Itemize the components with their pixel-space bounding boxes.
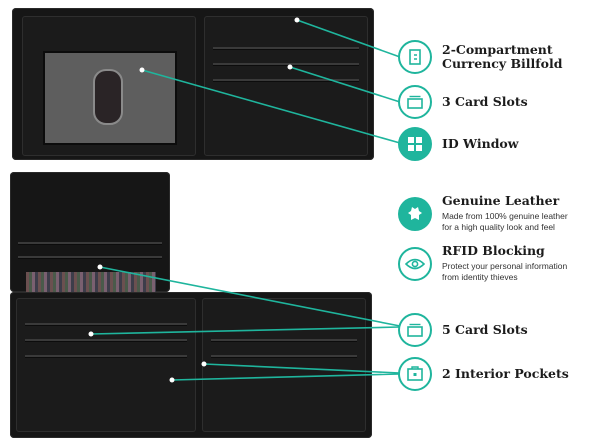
pocket-icon — [398, 357, 432, 391]
card-stack-icon — [398, 313, 432, 347]
feature-title: ID Window — [442, 136, 519, 151]
feature-title: 3 Card Slots — [442, 94, 528, 109]
card-stack-icon — [398, 85, 432, 119]
left-panel — [22, 16, 196, 156]
feature-title: Genuine Leather — [442, 193, 560, 208]
feature-title: 5 Card Slots — [442, 322, 528, 337]
feature-title: 2 Interior Pockets — [442, 366, 569, 381]
id-window — [43, 51, 177, 145]
wallet-top-image — [12, 8, 374, 160]
card-slot — [213, 47, 359, 50]
feature-interior-pockets: 2 Interior Pockets — [398, 357, 569, 391]
feature-desc-line1: Protect your personal information — [442, 261, 568, 271]
card-slot — [211, 355, 357, 358]
feature-title-line2: Currency Billfold — [442, 56, 563, 71]
feature-desc-line2: for a high quality look and feel — [442, 222, 555, 232]
feature-genuine-leather: Genuine Leather Made from 100% genuine l… — [398, 194, 568, 233]
card-slot — [18, 256, 162, 259]
feature-3-card-slots: 3 Card Slots — [398, 85, 528, 119]
bottom-left-panel — [16, 298, 196, 432]
id-window-thumb-cutout — [93, 69, 123, 125]
card-slot — [18, 242, 162, 245]
card-slot — [25, 339, 187, 342]
feature-id-window: ID Window — [398, 127, 519, 161]
card-slot — [25, 323, 187, 326]
eye-icon — [398, 246, 432, 281]
right-panel — [204, 16, 368, 156]
card-slot — [213, 79, 359, 82]
feature-billfold: 2-Compartment Currency Billfold — [398, 40, 563, 74]
feature-rfid-blocking: RFID Blocking Protect your personal info… — [398, 244, 567, 283]
leather-hide-icon — [398, 196, 432, 231]
feature-desc-line2: from identity thieves — [442, 272, 518, 282]
id-window-icon — [398, 127, 432, 161]
card-slot — [211, 339, 357, 342]
card-slot — [213, 63, 359, 66]
wallet-bottom-image — [10, 292, 372, 438]
feature-5-card-slots: 5 Card Slots — [398, 313, 528, 347]
feature-title: RFID Blocking — [442, 243, 545, 258]
feature-title-line1: 2-Compartment — [442, 42, 553, 57]
billfold-icon — [398, 40, 432, 74]
card-slot — [25, 355, 187, 358]
feature-desc-line1: Made from 100% genuine leather — [442, 211, 568, 221]
fabric-lining — [26, 272, 156, 292]
wallet-bottom-flap — [10, 172, 170, 292]
